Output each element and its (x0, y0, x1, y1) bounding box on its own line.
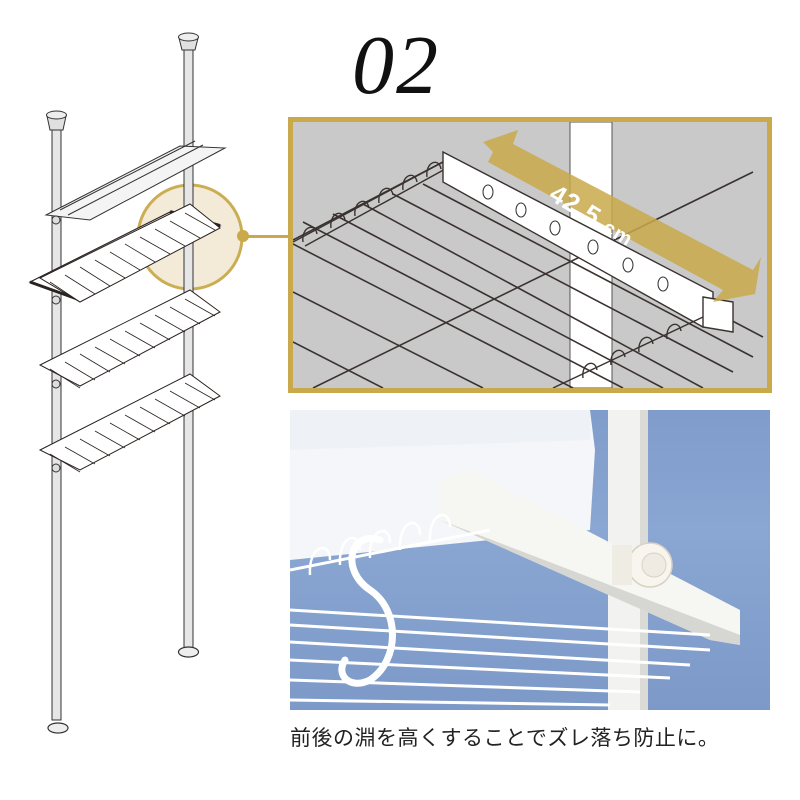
dimension-arrow-icon (483, 130, 761, 302)
section-number: 02 (352, 19, 440, 112)
caption: 前後の淵を高くすることでズレ落ち防止に。 (290, 726, 720, 750)
s-hook-icon (338, 534, 396, 687)
callout-line (243, 235, 289, 238)
product-illustration (20, 20, 250, 750)
detail-panel (288, 117, 772, 393)
product-photo (290, 410, 770, 710)
shelf-detail-illustration (293, 122, 764, 388)
